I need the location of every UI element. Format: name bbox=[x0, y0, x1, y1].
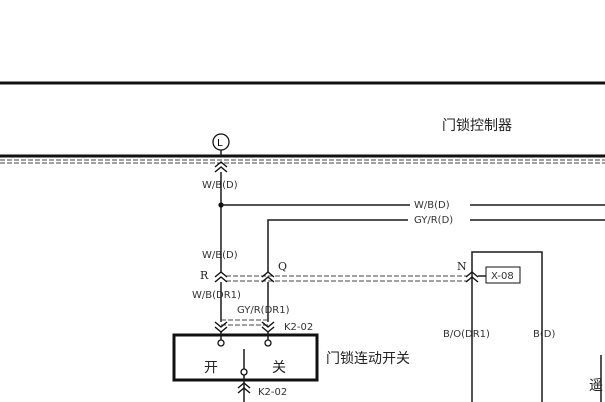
pin-n-label: N bbox=[457, 260, 467, 273]
wire-label-wb-d-top: W/B(D) bbox=[202, 180, 238, 191]
connector-x08-box bbox=[485, 266, 521, 284]
switch-common-contact bbox=[240, 368, 248, 376]
wire-label-gyr-dr1: GY/R(DR1) bbox=[237, 305, 290, 316]
wire-bo-dr1 bbox=[471, 251, 543, 402]
pin-r-label: R bbox=[200, 269, 209, 282]
pin-q-label: Q bbox=[278, 260, 287, 273]
k202-chevrons-top bbox=[214, 321, 275, 333]
switch-close-label: 关 bbox=[272, 360, 286, 376]
wire-label-wb-d-right: W/B(D) bbox=[414, 200, 450, 211]
wire-label-wb-d-mid: W/B(D) bbox=[202, 250, 238, 261]
connector-k202-bottom-label: K2-02 bbox=[258, 387, 287, 398]
terminal-l-label: L bbox=[217, 138, 223, 149]
switch-open-label: 开 bbox=[204, 360, 218, 376]
switch-contact-left bbox=[217, 339, 225, 347]
wire-label-wb-dr1: W/B(DR1) bbox=[192, 290, 241, 301]
wire-label-bo-dr1: B/O(DR1) bbox=[443, 329, 490, 340]
connector-chevron-r bbox=[214, 271, 228, 283]
wire-gyr-d bbox=[267, 219, 408, 272]
connector-x08-label: X-08 bbox=[491, 271, 514, 282]
connector-chevron-top bbox=[214, 161, 228, 173]
connector-chevron-q bbox=[261, 271, 275, 283]
connector-k202-top-label: K2-02 bbox=[284, 322, 313, 333]
controller-label: 门锁控制器 bbox=[442, 118, 512, 134]
edge-glyph: 遥 bbox=[589, 378, 603, 394]
switch-contact-right bbox=[264, 339, 272, 347]
switch-name-label: 门锁连动开关 bbox=[326, 351, 410, 367]
wire-label-gyr-d-right: GY/R(D) bbox=[414, 215, 453, 226]
wire-label-b-d: B(D) bbox=[533, 329, 555, 340]
